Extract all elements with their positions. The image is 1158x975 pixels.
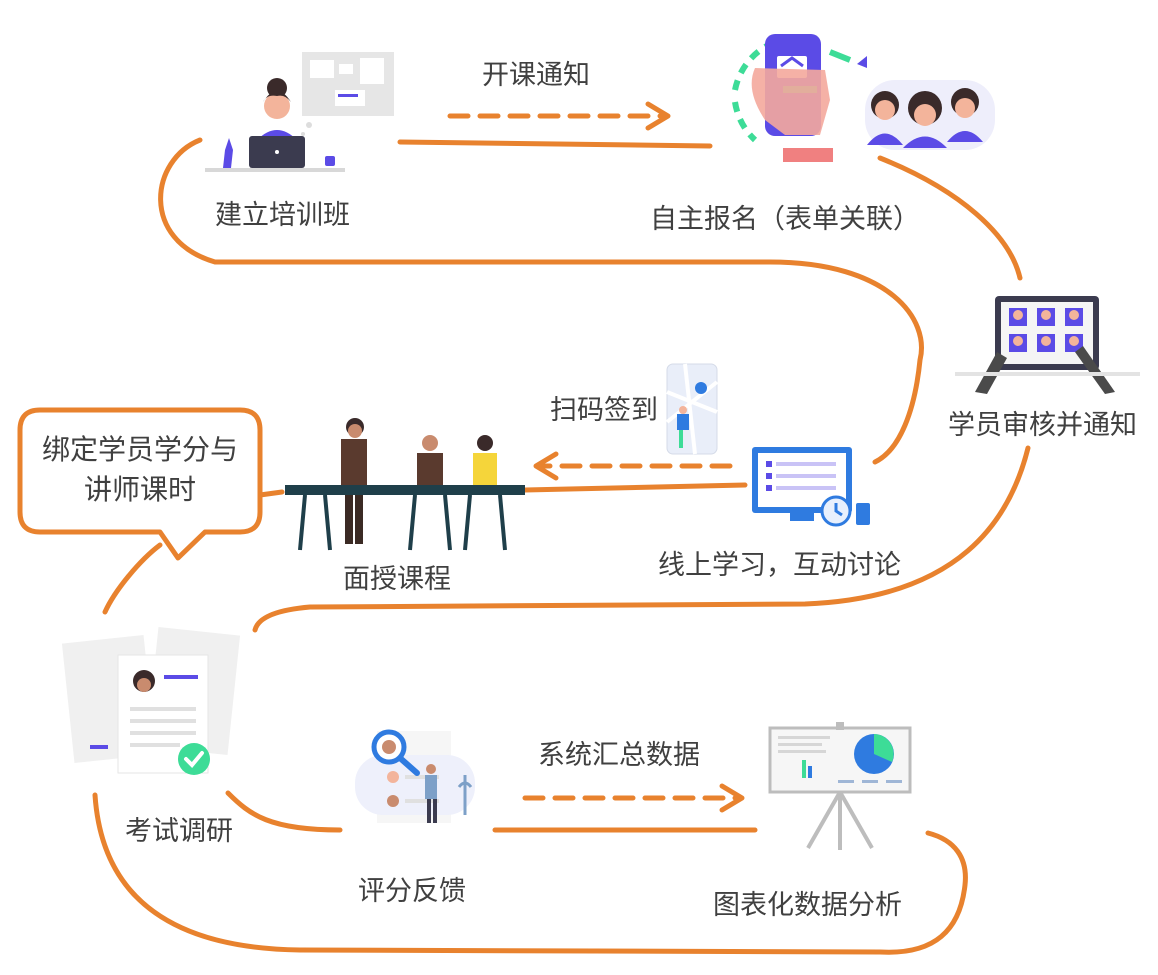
self-register-illustration (732, 34, 995, 162)
step-label-create-class: 建立培训班 (215, 200, 350, 230)
create-class-illustration (205, 52, 394, 172)
arrow-label-open-notice: 开课通知 (482, 60, 590, 90)
flow-path-middle-connector (522, 482, 748, 493)
callout-line-2: 讲师课时 (83, 474, 196, 505)
callout-line-1: 绑定学员学分与 (41, 434, 238, 465)
flow-path-bottom-left (225, 790, 343, 833)
exam-survey-illustration (61, 627, 240, 775)
flow-path-top-connector (397, 139, 713, 149)
dashed-arrow-open-notice (447, 101, 671, 131)
callout-bubble (17, 407, 263, 561)
flow-path-bottom-loop (92, 792, 968, 955)
step-label-face-course: 面授课程 (343, 564, 451, 594)
step-label-score-feedback: 评分反馈 (358, 876, 466, 906)
score-feedback-illustration (355, 729, 475, 823)
dashed-arrow-aggregate (522, 783, 745, 813)
arrow-label-scan-checkin: 扫码签到 (550, 395, 658, 425)
callout-text: 绑定学员学分与 讲师课时 (25, 430, 255, 510)
step-label-online-learning: 线上学习，互动讨论 (658, 550, 901, 580)
step-label-self-register: 自主报名（表单关联） (650, 204, 920, 234)
dashed-arrow-scan-checkin (533, 451, 733, 481)
step-label-chart-analysis: 图表化数据分析 (713, 890, 902, 920)
flow-path-top-loop (158, 137, 924, 465)
step-label-review-notify: 学员审核并通知 (948, 410, 1137, 440)
flow-path-middle-loop (252, 445, 1031, 633)
review-tablet-illustration (955, 296, 1140, 394)
chart-analysis-illustration (768, 722, 912, 850)
flow-path-right-curve (877, 155, 1023, 281)
scan-checkin-illustration (665, 363, 719, 455)
face-course-illustration (285, 418, 525, 551)
flow-path-left-connector (102, 542, 163, 615)
arrow-label-aggregate-data: 系统汇总数据 (538, 740, 700, 770)
step-label-exam-survey: 考试调研 (125, 816, 233, 846)
online-learning-illustration (752, 447, 870, 527)
flow-path-callout-tail (257, 489, 285, 498)
